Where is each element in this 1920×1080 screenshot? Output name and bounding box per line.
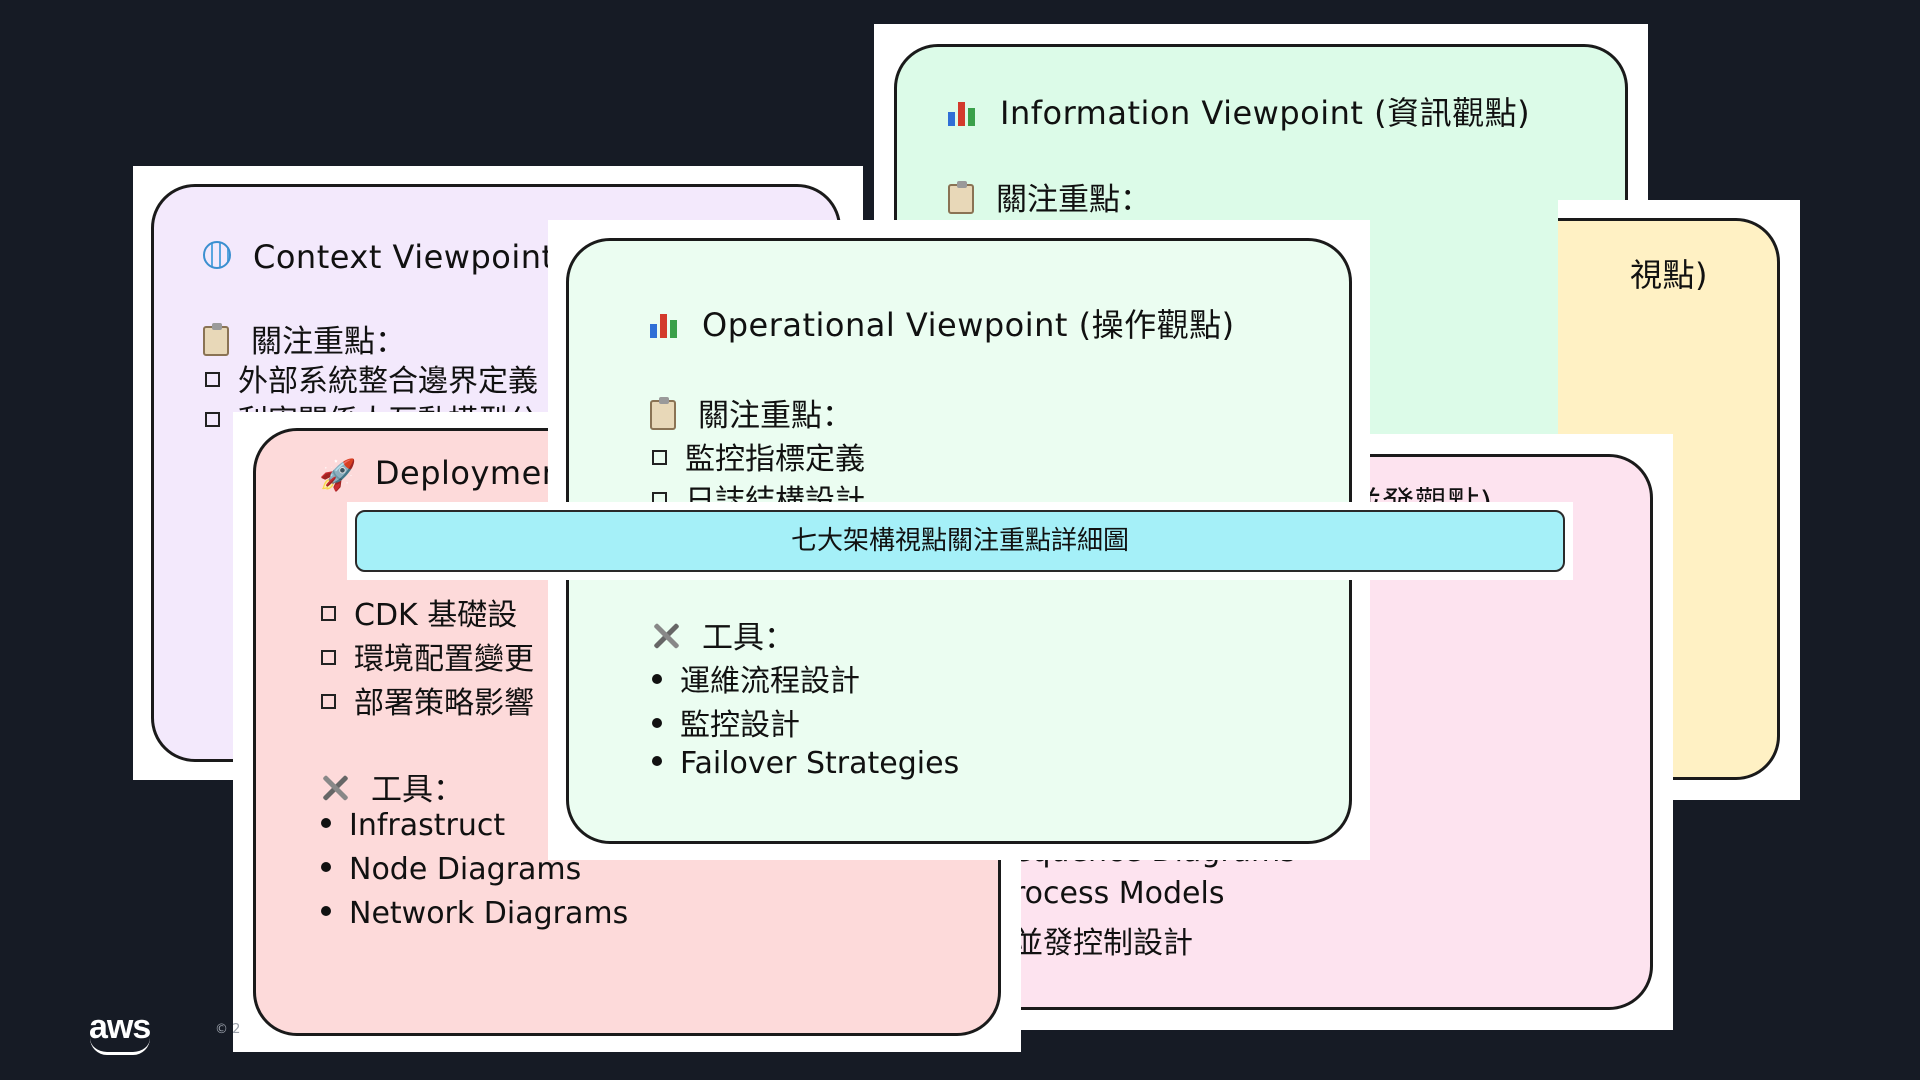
- operational-title: Operational Viewpoint (操作觀點): [702, 306, 1235, 344]
- list-item: Node Diagrams: [321, 852, 581, 887]
- tools-icon: [319, 772, 351, 804]
- copyright-text: © 2: [215, 1022, 241, 1037]
- bar-chart-icon: [948, 96, 978, 126]
- context-focus-label: 關注重點：: [251, 324, 406, 360]
- bullet-icon: [321, 861, 331, 872]
- diagram-title-banner: 七大架構視點關注重點詳細圖: [355, 510, 1565, 572]
- list-item: 運維流程設計: [652, 656, 860, 700]
- list-item: rocess Models: [1013, 876, 1225, 911]
- yellow-title: 視點): [1630, 256, 1708, 294]
- checkbox-square-icon: [321, 650, 336, 665]
- context-title: Context Viewpoint: [253, 238, 555, 276]
- checkbox-square-icon: [652, 450, 667, 465]
- operational-focus-label: 關注重點：: [698, 398, 853, 434]
- bullet-icon: [321, 817, 331, 828]
- bullet-icon: [652, 755, 662, 766]
- list-item: 監控設計: [652, 700, 800, 744]
- checkbox-square-icon: [205, 372, 220, 387]
- checkbox-square-icon: [321, 606, 336, 621]
- aws-smile-icon: [90, 1038, 150, 1055]
- bullet-icon: [652, 717, 662, 728]
- checkbox-square-icon: [205, 412, 220, 427]
- clipboard-icon: [203, 322, 229, 356]
- bullet-icon: [321, 905, 331, 916]
- clipboard-icon: [650, 396, 676, 430]
- deployment-title: Deploymen: [374, 454, 563, 492]
- list-item: 環境配置變更: [321, 634, 534, 678]
- list-item: Infrastruct: [321, 808, 505, 843]
- tools-icon: [650, 620, 682, 652]
- bullet-icon: [652, 673, 662, 684]
- list-item: Network Diagrams: [321, 896, 628, 931]
- list-item: 部署策略影響: [321, 678, 534, 722]
- list-item: 並發控制設計: [1013, 926, 1193, 961]
- checkbox-square-icon: [321, 694, 336, 709]
- information-title: Information Viewpoint (資訊觀點): [1000, 94, 1531, 132]
- deployment-tools-label: 工具：: [371, 772, 464, 808]
- rocket-icon: 🚀: [319, 457, 357, 493]
- bar-chart-icon: [650, 308, 680, 338]
- list-item: Failover Strategies: [652, 746, 959, 781]
- operational-tools-label: 工具：: [702, 620, 795, 656]
- information-focus-label: 關注重點：: [996, 182, 1151, 218]
- list-item: 外部系統整合邊界定義: [205, 356, 538, 400]
- globe-icon: [203, 241, 231, 269]
- list-item: CDK 基礎設: [321, 590, 517, 634]
- list-item: 監控指標定義: [652, 434, 865, 478]
- clipboard-icon: [948, 180, 974, 214]
